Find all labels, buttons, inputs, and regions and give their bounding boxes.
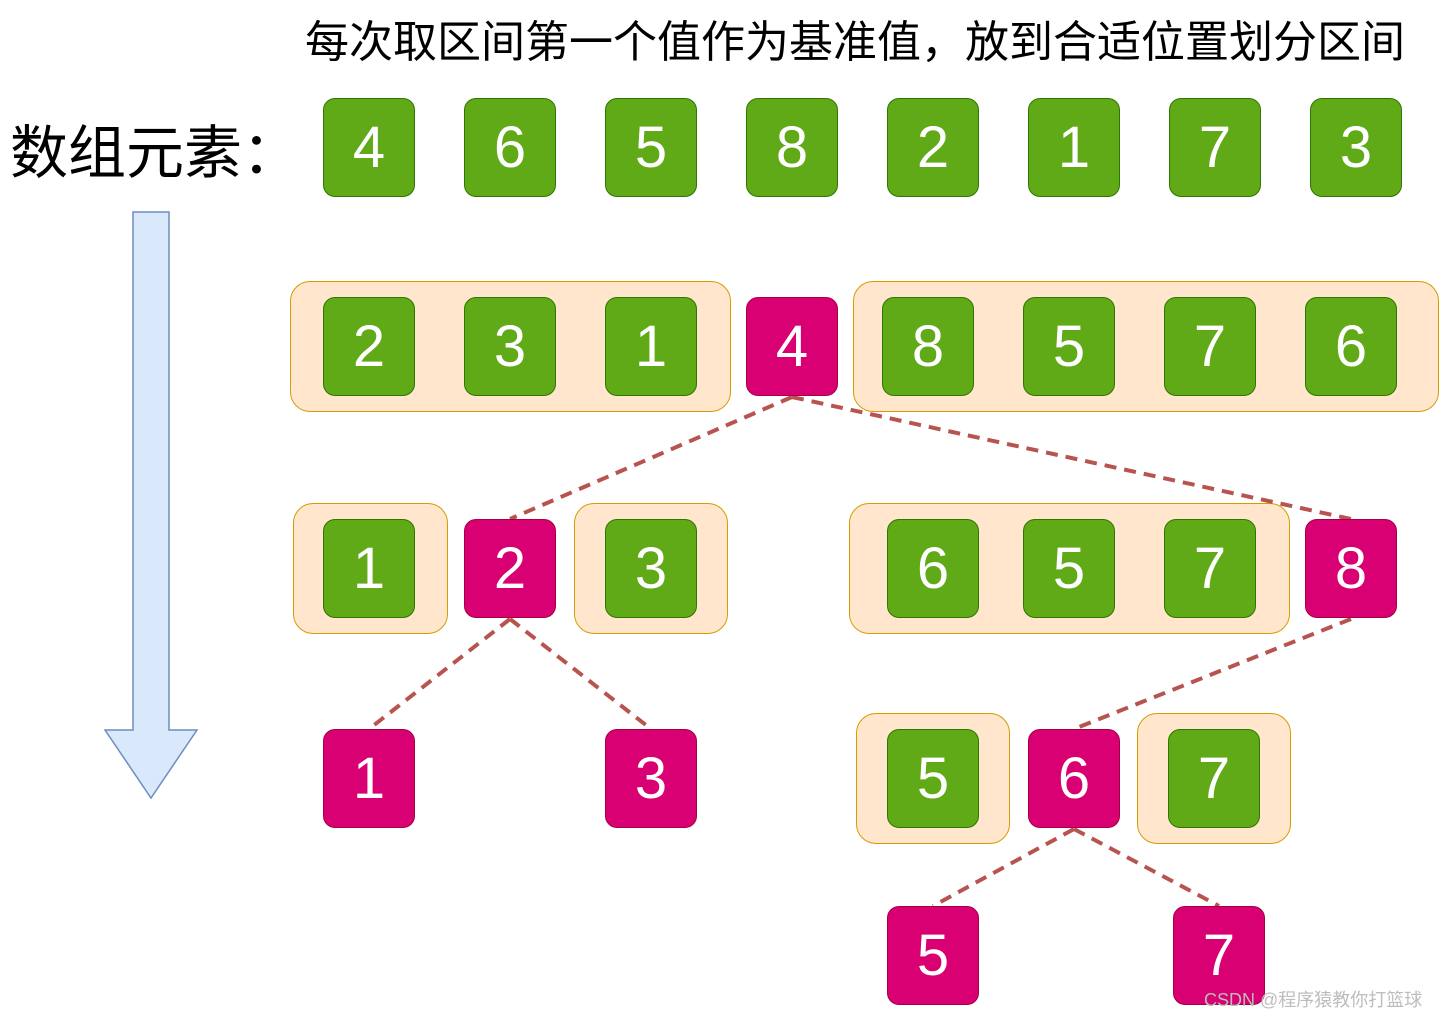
split-link [367, 617, 512, 731]
pivot-node: 3 [605, 729, 697, 828]
element-node: 5 [887, 729, 979, 828]
element-node: 6 [464, 98, 556, 197]
element-node: 6 [887, 519, 979, 618]
watermark: CSDN @程序猿教你打篮球 [1204, 990, 1423, 1010]
pivot-node: 2 [464, 519, 556, 618]
pivot-node: 6 [1028, 729, 1120, 828]
element-node: 1 [323, 519, 415, 618]
pivot-node: 4 [746, 297, 838, 396]
pivot-node: 7 [1173, 906, 1265, 1005]
element-node: 7 [1164, 297, 1256, 396]
element-node: 5 [1023, 297, 1115, 396]
element-node: 8 [746, 98, 838, 197]
element-node: 1 [1028, 98, 1120, 197]
split-link [1073, 827, 1220, 908]
element-node: 5 [605, 98, 697, 197]
element-node: 8 [882, 297, 974, 396]
element-node: 3 [464, 297, 556, 396]
element-node: 2 [887, 98, 979, 197]
element-node: 7 [1164, 519, 1256, 618]
element-node: 7 [1169, 98, 1261, 197]
split-link [932, 827, 1075, 908]
diagram-title: 每次取区间第一个值作为基准值，放到合适位置划分区间 [305, 17, 1405, 68]
array-label: 数组元素： [10, 119, 301, 187]
split-link [1073, 617, 1352, 731]
element-node: 1 [605, 297, 697, 396]
element-node: 7 [1168, 729, 1260, 828]
pivot-node: 8 [1305, 519, 1397, 618]
element-node: 3 [605, 519, 697, 618]
element-node: 5 [1023, 519, 1115, 618]
element-node: 4 [323, 98, 415, 197]
down-arrow-icon [103, 211, 199, 800]
pivot-node: 1 [323, 729, 415, 828]
element-node: 6 [1305, 297, 1397, 396]
element-node: 2 [323, 297, 415, 396]
split-link [791, 395, 1352, 521]
element-node: 3 [1310, 98, 1402, 197]
split-link [509, 395, 793, 521]
split-link [508, 617, 653, 731]
pivot-node: 5 [887, 906, 979, 1005]
